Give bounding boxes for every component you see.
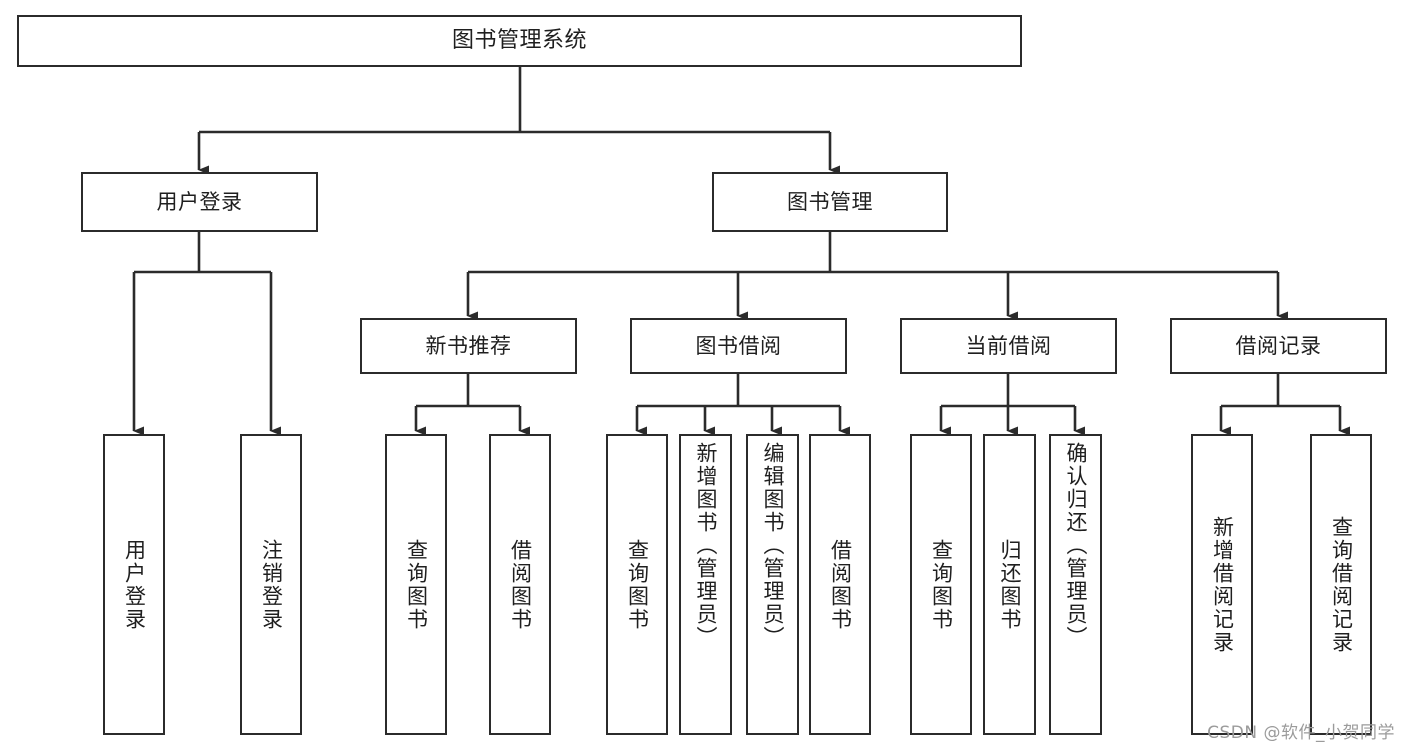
node-current-borrow[interactable]: 当前借阅 (900, 318, 1117, 374)
node-label: 注销登录 (259, 538, 284, 631)
node-new-book-recommendation[interactable]: 新书推荐 (360, 318, 577, 374)
node-label: 图书管理 (787, 189, 873, 214)
node-label: 借阅图书 (508, 538, 533, 631)
node-book-manage[interactable]: 图书管理 (712, 172, 948, 232)
node-label: 用户登录 (122, 538, 147, 631)
node-label: 查询图书 (625, 538, 650, 631)
node-leaf-add-book-admin[interactable]: 新增图书（管理员） (679, 434, 732, 735)
node-leaf-borrow-book[interactable]: 借阅图书 (809, 434, 871, 735)
node-label: 用户登录 (156, 189, 243, 214)
node-label: 借阅图书 (828, 538, 853, 631)
node-label: 新书推荐 (425, 333, 512, 358)
node-label: 查询借阅记录 (1329, 515, 1354, 654)
node-label: 图书管理系统 (451, 28, 587, 54)
node-user-login[interactable]: 用户登录 (81, 172, 318, 232)
node-leaf-user-login[interactable]: 用户登录 (103, 434, 165, 735)
node-label: 当前借阅 (965, 333, 1052, 358)
node-leaf-query-book-current[interactable]: 查询图书 (910, 434, 972, 735)
node-label: 查询图书 (404, 538, 429, 631)
node-label: 确认归还（管理员） (1064, 442, 1088, 649)
node-label: 图书借阅 (695, 333, 782, 358)
node-label: 归还图书 (998, 538, 1022, 631)
node-root-system[interactable]: 图书管理系统 (17, 15, 1022, 67)
node-leaf-add-borrow-record[interactable]: 新增借阅记录 (1191, 434, 1253, 735)
node-leaf-query-borrow-record[interactable]: 查询借阅记录 (1310, 434, 1372, 735)
node-leaf-user-logout[interactable]: 注销登录 (240, 434, 302, 735)
node-leaf-borrow-book-recommendation[interactable]: 借阅图书 (489, 434, 551, 735)
node-label: 新增图书（管理员） (694, 442, 718, 649)
node-label: 编辑图书（管理员） (761, 442, 785, 649)
node-leaf-query-book-borrow[interactable]: 查询图书 (606, 434, 668, 735)
node-leaf-edit-book-admin[interactable]: 编辑图书（管理员） (746, 434, 799, 735)
node-borrow-record[interactable]: 借阅记录 (1170, 318, 1387, 374)
node-label: 新增借阅记录 (1210, 515, 1235, 654)
node-label: 查询图书 (929, 538, 954, 631)
node-leaf-query-book-recommendation[interactable]: 查询图书 (385, 434, 447, 735)
node-label: 借阅记录 (1235, 333, 1322, 358)
node-book-borrow[interactable]: 图书借阅 (630, 318, 847, 374)
node-leaf-confirm-return-admin[interactable]: 确认归还（管理员） (1049, 434, 1102, 735)
node-leaf-return-book[interactable]: 归还图书 (983, 434, 1036, 735)
